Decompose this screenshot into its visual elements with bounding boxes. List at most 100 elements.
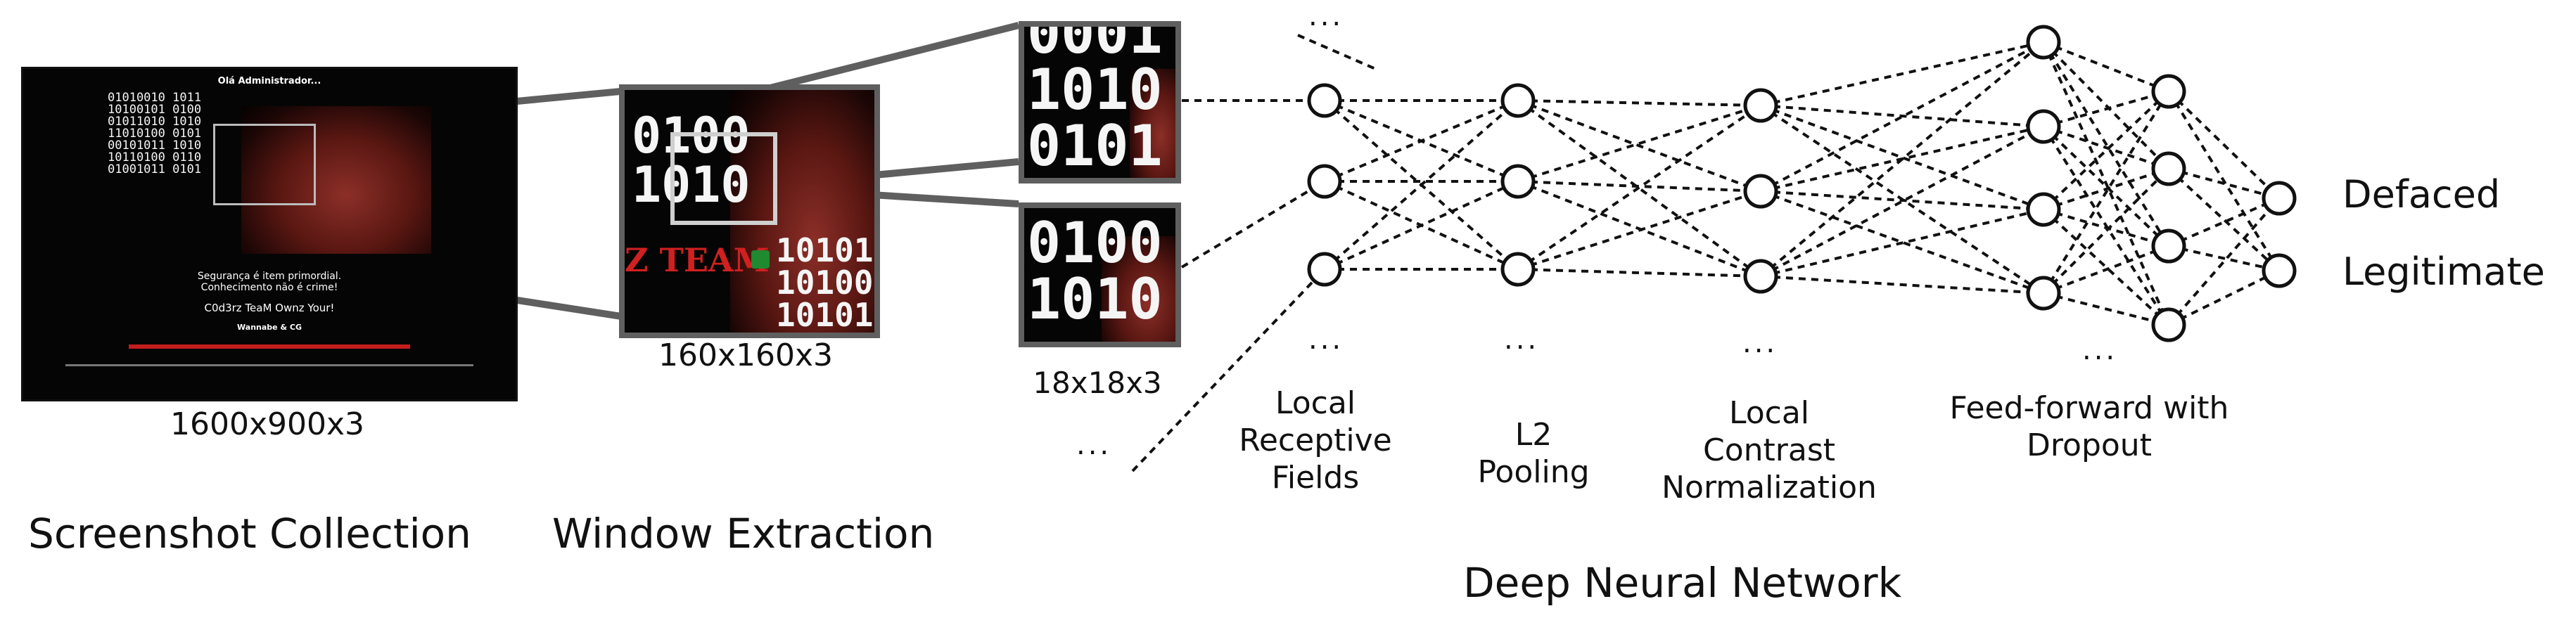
pooling-to-contrast-edge [1517,104,1761,183]
window-patch-marker [670,132,777,225]
network-neurons [1307,25,2297,342]
output-label-legitimate: Legitimate [2342,250,2545,294]
receptive-neuron-1 [1307,83,1342,118]
ff1-to-ff2-edge [2042,208,2170,326]
receptive-ellipsis-bottom: ... [1308,323,1344,356]
ff1-to-ff2-edge [2043,167,2169,211]
contrast-to-ff1-edge [1760,41,2044,107]
ff2-neuron-4 [2151,307,2186,342]
output-neuron-1 [2262,181,2297,216]
ff1-to-ff2-edge [2043,292,2169,326]
output-label-defaced: Defaced [2342,172,2501,217]
contrast-to-ff1-edge [1759,41,2045,278]
ff2-to-output-edge [2167,197,2281,326]
screenshot-dims: 1600x900x3 [170,406,365,442]
screenshot-line-1: Segurança é item primordial. [197,271,342,282]
patch-ellipsis: ... [1076,429,1112,461]
patch-to-receptive-edge [1131,268,1326,472]
screenshot-red-bar [129,344,410,349]
ff1-to-ff2-edge [2043,125,2169,170]
ff1-to-ff2-edge [2042,41,2170,247]
receptive-neuron-2 [1307,164,1342,199]
contrast-neuron-1 [1743,88,1778,123]
window-dims: 160x160x3 [658,337,834,373]
stage-caption-extraction: Window Extraction [552,510,935,558]
window-photo [730,90,874,333]
feedforward-line-2: Dropout [2027,427,2152,463]
ff2-to-output-edge [2168,167,2280,200]
receptive-line-1: Local [1275,385,1356,421]
patch-top-photo [1130,69,1175,178]
screenshot-window-marker [213,124,316,205]
pooling-to-contrast-edge [1517,99,1761,193]
patch-bottom: 0100 1010 [1019,202,1181,347]
stage-caption-collection: Screenshot Collection [28,510,471,558]
patch-bottom-binary: 0100 1010 [1027,210,1163,332]
pooling-neuron-3 [1500,252,1536,287]
receptive-neuron-3 [1307,252,1342,287]
network-connections [1131,34,2281,472]
contrast-to-ff1-edge [1760,208,2044,278]
ff1-to-ff2-edge [2042,41,2170,170]
contrast-neuron-2 [1743,174,1778,209]
defaced-screenshot: Olá Administrador... 01010010 1011 10100… [21,67,518,401]
contrast-to-ff1-edge [1760,190,2044,211]
ff1-to-ff2-edge [2043,41,2169,93]
patch-top-binary: 0001 1010 0101 [1027,21,1163,179]
layer-label-contrast: Local Contrast Normalization [1639,395,1899,506]
window-team-text: Z TEAM [625,241,770,279]
ff1-to-ff2-edge [2043,208,2169,247]
pooling-to-contrast-edge [1517,190,1761,271]
pooling-to-contrast-edge [1517,99,1761,107]
ff2-to-output-edge [2167,90,2281,272]
receptive-line-2: Receptive [1239,422,1392,458]
ff2-to-output-edge [2168,245,2280,272]
ff1-neuron-3 [2026,192,2061,227]
ff2-to-output-edge [2168,269,2280,326]
screenshot-footer-line [65,364,473,366]
receptive-ellipsis-top: ... [1308,0,1344,32]
ff1-to-ff2-edge [2042,90,2170,295]
screenshot-hero: 01010010 1011 10100101 0100 01011010 101… [108,92,431,261]
patch-bottom-photo [1102,236,1175,342]
ff2-neuron-1 [2151,74,2186,109]
stage-caption-network: Deep Neural Network [1463,559,1902,607]
receptive-stub-edge [1297,34,1379,72]
ff1-neuron-1 [2026,25,2061,60]
pooling-to-contrast-edge [1517,180,1761,193]
receptive-to-pooling-edge [1324,99,1519,183]
pooling-line-1: L2 [1515,417,1552,453]
contrast-line-3: Normalization [1662,469,1877,505]
ff1-to-ff2-edge [2042,125,2170,326]
contrast-to-ff1-edge [1760,125,2044,278]
layer-label-pooling: L2 Pooling [1449,417,1618,491]
patch-dims: 18x18x3 [1033,366,1162,400]
pooling-to-contrast-edge [1517,268,1761,278]
output-neuron-2 [2262,253,2297,288]
contrast-line-1: Local [1728,395,1810,431]
screenshot-line-2: Conhecimento não é crime! [200,282,338,293]
receptive-line-3: Fields [1271,459,1360,496]
ff1-to-ff2-edge [2042,41,2170,326]
pooling-neuron-2 [1500,164,1536,199]
ff1-neuron-4 [2026,276,2061,311]
contrast-line-2: Contrast [1702,432,1835,468]
window-binary-bottom: 10101 10100 10101 [776,231,874,334]
patch-top: 0001 1010 0101 [1019,21,1181,183]
ff1-to-ff2-edge [2042,167,2170,295]
receptive-to-pooling-edge [1324,180,1519,271]
pooling-to-contrast-edge [1517,104,1762,271]
ff2-neuron-3 [2151,228,2186,264]
ff1-to-ff2-edge [2043,90,2169,128]
ff1-to-ff2-edge [2042,125,2170,247]
contrast-to-ff1-edge [1760,104,2044,128]
ff2-to-output-edge [2168,197,2280,247]
layer-label-feedforward: Feed-forward with Dropout [1920,390,2258,465]
receptive-to-pooling-edge [1323,99,1519,271]
screenshot-team: C0d3rz TeaM Ownz Your! [204,302,335,314]
layer-label-receptive: Local Receptive Fields [1217,385,1414,496]
ff1-neuron-2 [2026,109,2061,144]
screenshot-photo [241,106,431,254]
screenshot-binary: 01010010 1011 10100101 0100 01011010 101… [108,91,202,176]
